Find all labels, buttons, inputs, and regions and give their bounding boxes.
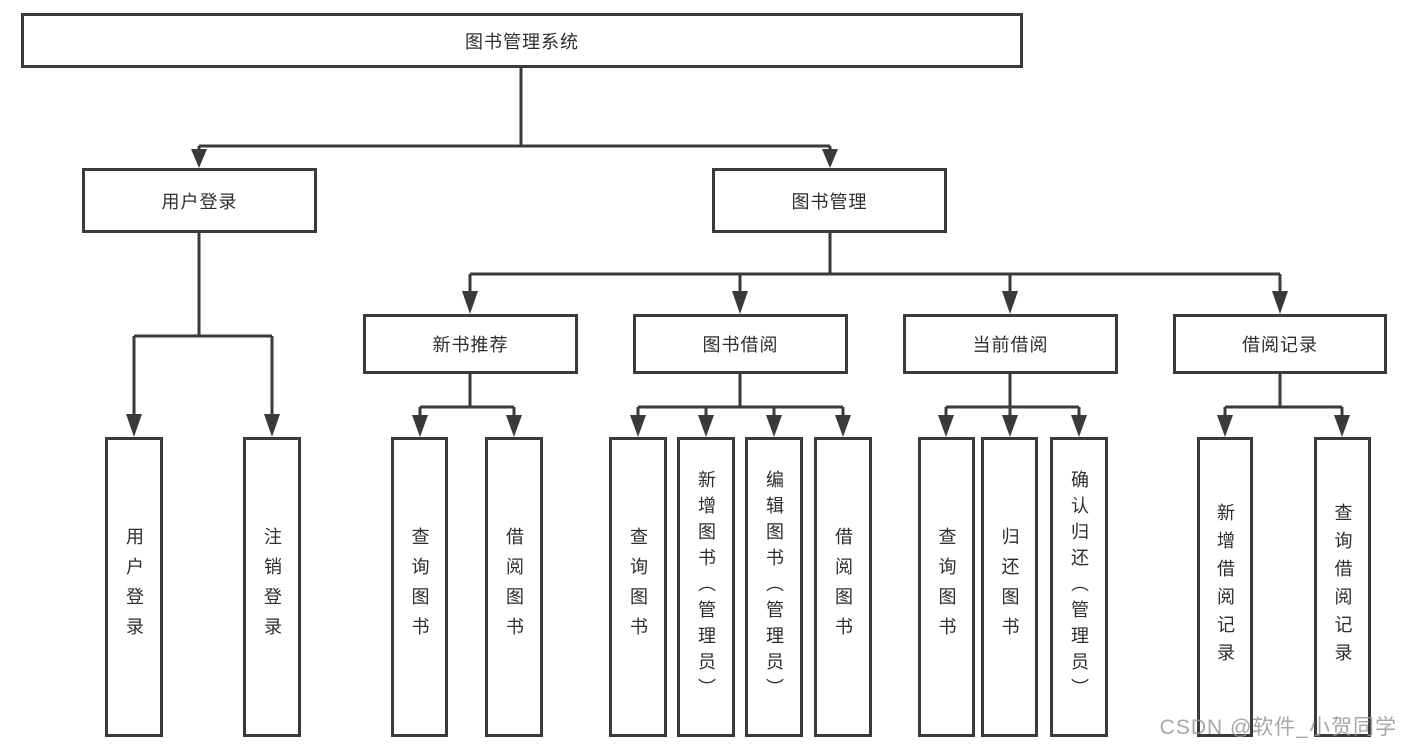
node-user-login-label: 用户登录 [161,191,238,212]
leaf-add-books-admin-label: 新增图书（管理员） [696,470,716,704]
arrowhead [264,414,280,437]
arrowhead [835,415,851,437]
arrowhead [698,415,714,437]
leaf-logout-label: 注销登录 [262,527,282,647]
leaf-borrow-books-recommend: 借阅图书 [485,437,543,737]
leaf-add-borrow-record: 新增借阅记录 [1197,437,1253,737]
arrowhead [938,415,954,437]
node-book-management-system: 图书管理系统 [21,13,1023,68]
leaf-confirm-return-admin: 确认归还（管理员） [1050,437,1108,737]
node-book-borrowing: 图书借阅 [633,314,848,374]
leaf-query-borrow-record-label: 查询借阅记录 [1332,503,1353,671]
arrowhead [191,149,207,168]
node-book-management-system-label: 图书管理系统 [465,31,579,52]
arrowhead [1002,415,1018,437]
leaf-user-login-action-label: 用户登录 [124,527,144,647]
leaf-return-books-label: 归还图书 [999,527,1020,647]
tree-branch-lines [132,68,1344,417]
node-new-book-recommend: 新书推荐 [363,314,578,374]
arrowhead [732,291,748,314]
leaf-query-books-current-label: 查询图书 [936,527,957,647]
csdn-watermark: CSDN @软件_小贺同学 [1159,716,1397,739]
leaf-logout: 注销登录 [243,437,301,737]
leaf-query-books-current: 查询图书 [918,437,975,737]
leaf-borrow-books: 借阅图书 [814,437,872,737]
arrowhead [822,149,838,168]
arrowhead [630,415,646,437]
leaf-query-books-borrowing: 查询图书 [609,437,667,737]
node-new-book-recommend-label: 新书推荐 [432,335,509,355]
leaf-edit-books-admin: 编辑图书（管理员） [745,437,803,737]
leaf-user-login-action: 用户登录 [105,437,163,737]
arrowhead [462,291,478,314]
node-current-borrowing: 当前借阅 [903,314,1118,374]
arrowhead [1272,291,1288,314]
arrowhead [1071,415,1087,437]
leaf-query-books-recommend-label: 查询图书 [409,527,430,647]
arrowheads [126,149,1350,437]
leaf-add-borrow-record-label: 新增借阅记录 [1215,503,1235,671]
leaf-query-books-recommend: 查询图书 [391,437,448,737]
arrowhead [1334,415,1350,437]
arrowhead [412,415,428,437]
leaf-return-books: 归还图书 [981,437,1038,737]
leaf-borrow-books-label: 借阅图书 [833,527,853,647]
node-current-borrowing-label: 当前借阅 [972,335,1049,355]
node-book-management-label: 图书管理 [791,191,868,212]
leaf-edit-books-admin-label: 编辑图书（管理员） [764,470,784,704]
node-borrowing-records-label: 借阅记录 [1242,335,1318,355]
leaf-add-books-admin: 新增图书（管理员） [677,437,735,737]
arrowhead [766,415,782,437]
node-user-login: 用户登录 [82,168,317,233]
arrowhead [126,414,142,437]
leaf-query-books-borrowing-label: 查询图书 [628,527,648,647]
arrowhead [1217,415,1233,437]
leaf-confirm-return-admin-label: 确认归还（管理员） [1069,470,1089,704]
node-book-management: 图书管理 [712,168,947,233]
node-borrowing-records: 借阅记录 [1173,314,1387,374]
arrowhead [506,415,522,437]
leaf-query-borrow-record: 查询借阅记录 [1314,437,1371,737]
leaf-borrow-books-recommend-label: 借阅图书 [504,527,524,647]
arrowhead [1002,291,1018,314]
node-book-borrowing-label: 图书借阅 [702,335,779,355]
